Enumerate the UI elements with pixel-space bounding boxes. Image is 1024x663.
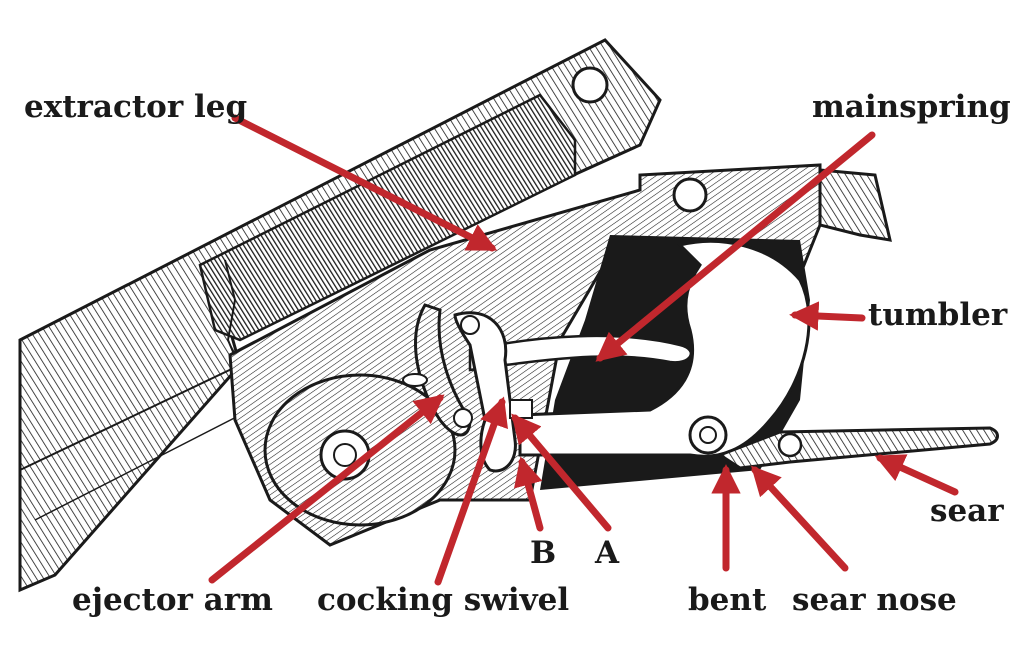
label-sear-nose: sear nose	[792, 582, 957, 618]
mainspring-part	[468, 334, 693, 372]
arrow-mainspring	[595, 131, 876, 362]
arrow-tumbler	[789, 301, 866, 331]
arrow-A	[511, 413, 612, 532]
arrow-extractor-leg	[231, 114, 498, 252]
label-extractor-leg: extractor leg	[24, 89, 248, 125]
arrow-ejector-arm	[208, 394, 445, 584]
arrow-sear-nose	[751, 465, 849, 572]
label-bent: bent	[688, 582, 767, 618]
barrel-hinge-hole	[571, 66, 609, 104]
arrow-B	[514, 456, 544, 532]
sear-part	[716, 426, 999, 470]
label-B: B	[530, 535, 557, 571]
label-sear: sear	[930, 493, 1004, 529]
label-tumbler: tumbler	[868, 297, 1008, 333]
label-A: A	[595, 535, 620, 571]
label-ejector-arm: ejector arm	[72, 582, 273, 618]
ejector-arm-part	[414, 303, 473, 437]
arrow-sear	[874, 454, 959, 496]
label-cocking-swivel: cocking swivel	[317, 582, 570, 618]
cocking-swivel-part	[453, 311, 533, 473]
barrel	[18, 38, 662, 593]
arrow-cocking-swivel	[434, 396, 508, 586]
detail-slot	[402, 373, 428, 387]
label-mainspring: mainspring	[812, 89, 1011, 125]
